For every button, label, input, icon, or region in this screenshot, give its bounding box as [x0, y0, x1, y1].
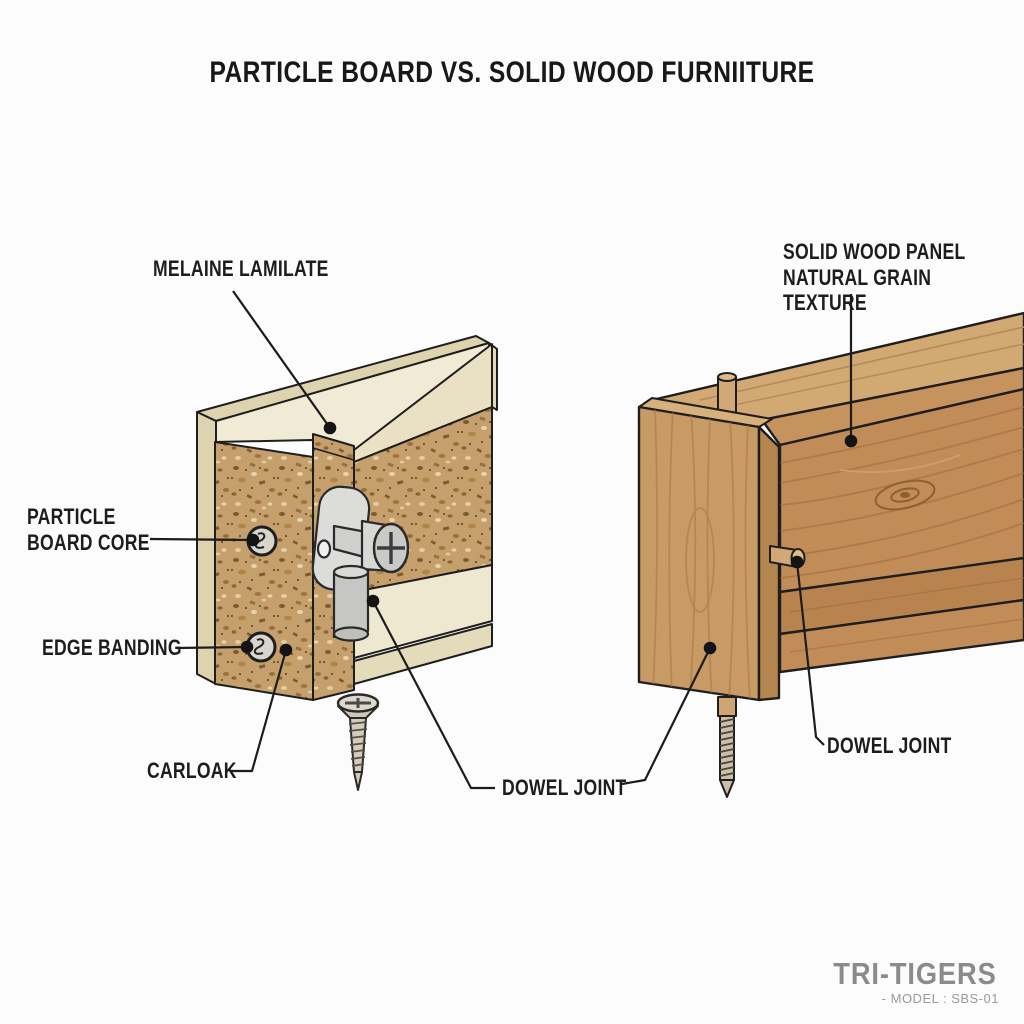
- particle-board-illustration: [196, 335, 498, 701]
- leader-edge-banding: [175, 645, 248, 650]
- label-dowel-joint-bottom: DOWEL JOINT: [502, 775, 627, 800]
- label-melamine-laminate: MELAINE LAMILATE: [153, 256, 329, 281]
- label-edge-banding: EDGE BANDING: [42, 635, 182, 660]
- brand-model: - MODEL : SBS-01: [881, 991, 999, 1006]
- label-particle-board-core: PARTICLE BOARD CORE: [27, 504, 150, 555]
- dowel-pin-bottom: [717, 696, 737, 717]
- edge-band-strip: [196, 411, 217, 685]
- label-solid-wood-panel: SOLID WOOD PANEL NATURAL GRAIN TEXTURE: [783, 239, 966, 316]
- dowel-pin-top: [717, 372, 737, 414]
- beam-chamfer: [760, 366, 1024, 447]
- leader-dowel-bottom-right: [621, 647, 711, 786]
- screw-icon-right: [719, 715, 735, 798]
- cam-bolt-fitting: [311, 485, 410, 642]
- screw-icon-left: [336, 693, 380, 791]
- leader-dots: [240, 421, 858, 657]
- leader-lines: [149, 290, 853, 790]
- leader-cam-lock: [230, 649, 288, 773]
- wood-knot: [874, 479, 936, 511]
- end-cap-side: [757, 425, 781, 702]
- page-title: PARTICLE BOARD VS. SOLID WOOD FURNIITURE: [209, 56, 815, 89]
- leader-melamine: [232, 290, 331, 429]
- leader-dowel-right: [795, 561, 825, 746]
- leader-particle-core: [149, 537, 254, 542]
- leader-dowel-bottom-left: [372, 600, 495, 790]
- label-dowel-joint-right: DOWEL JOINT: [827, 733, 952, 758]
- brand-name: TRI-TIGERS: [833, 956, 997, 991]
- solid-wood-illustration: [637, 311, 1024, 798]
- fitting-hole: [316, 539, 332, 559]
- label-cam-lock: CARLOAK: [147, 758, 237, 783]
